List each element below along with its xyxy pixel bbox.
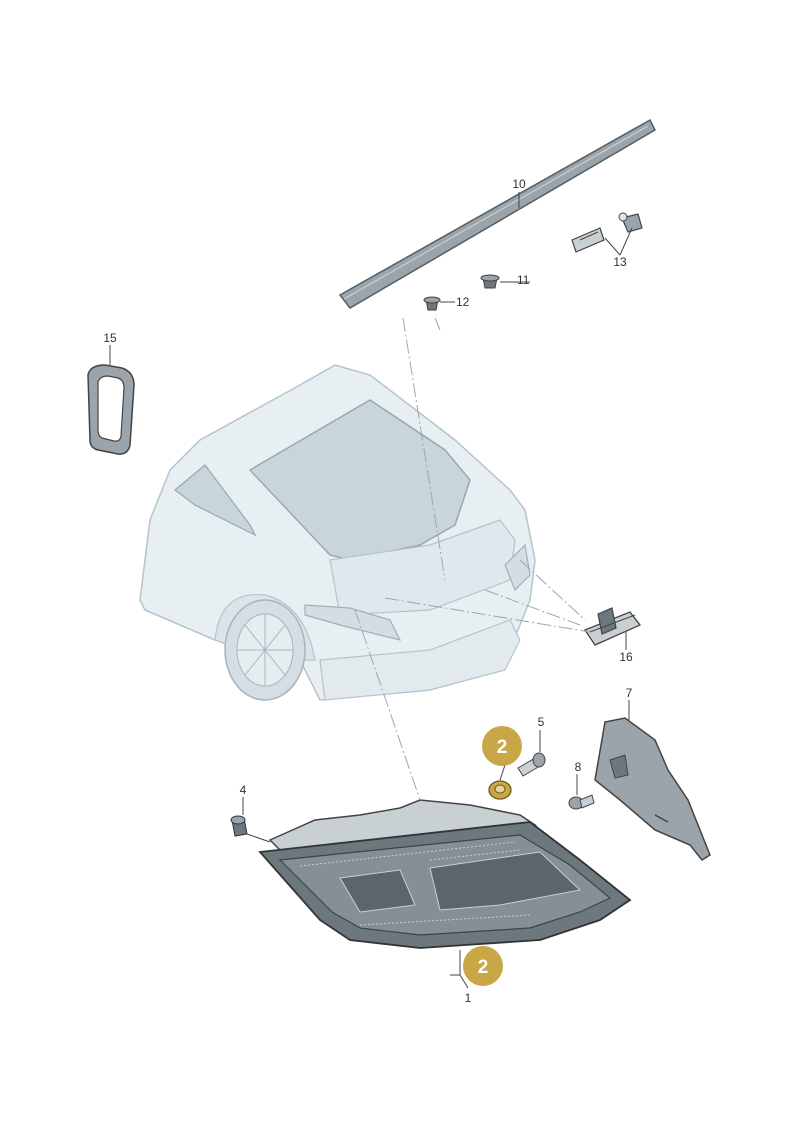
- part-2-nut: [488, 780, 512, 800]
- part-15-gasket: [87, 364, 135, 455]
- callout-5: 5: [538, 715, 545, 729]
- part-11-clip: [480, 274, 500, 289]
- part-8-clip: [568, 794, 595, 810]
- callout-1: 1: [465, 991, 472, 1005]
- part-13-bulb-holder: [571, 212, 643, 253]
- part-16-license-light: [584, 607, 642, 646]
- callout-16: 16: [619, 650, 633, 664]
- badge-nut: 2: [482, 726, 522, 766]
- callout-7: 7: [626, 686, 633, 700]
- part-12-clip: [423, 296, 441, 311]
- car-body: [139, 364, 536, 701]
- part-5-screw: [517, 752, 546, 777]
- part-4-grommet: [230, 815, 248, 837]
- badge-lamp-label: 2: [478, 957, 489, 978]
- callout-12: 12: [456, 295, 470, 309]
- callout-8: 8: [575, 760, 582, 774]
- leader-lines: [109, 192, 633, 989]
- part-1-tail-light: [258, 799, 632, 949]
- badge-lamp: 2: [463, 946, 503, 986]
- callout-13: 13: [613, 255, 627, 269]
- part-7-cover: [594, 717, 711, 861]
- callout-10: 10: [512, 177, 526, 191]
- callout-15: 15: [103, 331, 117, 345]
- badge-nut-label: 2: [497, 737, 508, 758]
- callout-labels: 10 11 12 13 15 16 7 5 8 4 1: [103, 177, 633, 1005]
- part-10-spoiler-strip: [338, 118, 656, 309]
- assembly-lines: [354, 317, 591, 801]
- callout-11: 11: [517, 273, 530, 287]
- callout-4: 4: [240, 783, 247, 797]
